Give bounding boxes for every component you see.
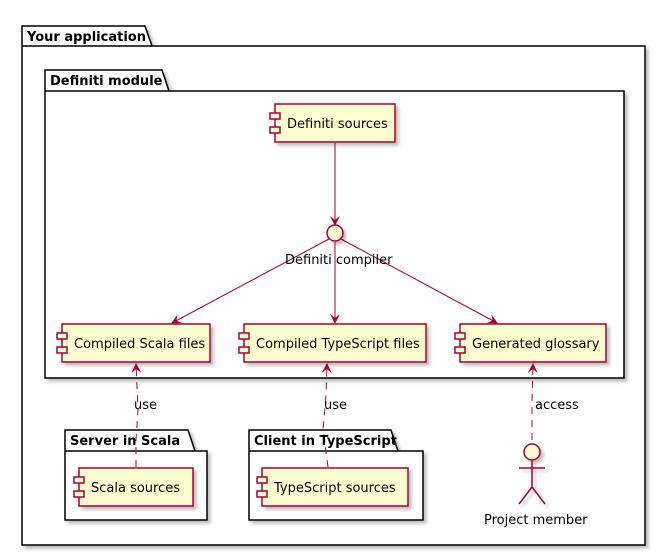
component-label: Compiled TypeScript files bbox=[256, 337, 420, 352]
component-label: Definiti sources bbox=[287, 117, 388, 132]
component-port-icon bbox=[73, 490, 85, 498]
relation-label-client-use: use bbox=[324, 398, 347, 413]
package-your-application-title: Your application bbox=[26, 30, 146, 45]
actor-leg-icon bbox=[531, 486, 546, 505]
component-port-icon bbox=[256, 490, 268, 498]
component-label: TypeScript sources bbox=[273, 481, 396, 496]
component-compiled-typescript-files[interactable]: Compiled TypeScript files bbox=[238, 323, 427, 363]
component-label: Scala sources bbox=[91, 481, 180, 496]
component-generated-glossary[interactable]: Generated glossary bbox=[454, 323, 607, 363]
package-server-title: Server in Scala bbox=[70, 434, 180, 449]
package-client-title: Client in TypeScript bbox=[254, 434, 397, 449]
component-port-icon bbox=[56, 346, 68, 354]
component-compiled-scala-files[interactable]: Compiled Scala files bbox=[56, 323, 211, 363]
component-port-icon bbox=[73, 476, 85, 484]
arrow-actor-access bbox=[527, 363, 538, 440]
relation-label-actor-access: access bbox=[535, 398, 579, 413]
component-port-icon bbox=[454, 332, 466, 340]
component-port-icon bbox=[56, 332, 68, 340]
component-label: Generated glossary bbox=[472, 337, 600, 352]
arrow-ts-sources-use bbox=[321, 363, 332, 468]
actor-label: Project member bbox=[484, 513, 588, 528]
actor-leg-icon bbox=[518, 486, 533, 505]
arrow-compiler-to-scala bbox=[171, 238, 330, 324]
component-definiti-sources[interactable]: Definiti sources bbox=[269, 103, 396, 143]
package-definiti-module-title: Definiti module bbox=[50, 74, 163, 89]
component-port-icon bbox=[256, 476, 268, 484]
actor-project-member[interactable] bbox=[518, 443, 546, 505]
actor-head-icon bbox=[523, 443, 541, 461]
arrow-compiler-to-glossary bbox=[340, 238, 498, 324]
interface-label: Definiti compiler bbox=[285, 253, 393, 268]
interface-definiti-compiler[interactable] bbox=[326, 224, 344, 242]
arrow-scala-sources-use bbox=[131, 363, 142, 467]
component-port-icon bbox=[269, 112, 281, 120]
relation-label-server-use: use bbox=[134, 398, 157, 413]
component-port-icon bbox=[454, 346, 466, 354]
interface-circle-icon bbox=[326, 224, 344, 242]
component-label: Compiled Scala files bbox=[74, 337, 205, 352]
component-scala-sources[interactable]: Scala sources bbox=[73, 467, 194, 507]
component-port-icon bbox=[269, 126, 281, 134]
component-port-icon bbox=[238, 332, 250, 340]
component-port-icon bbox=[238, 346, 250, 354]
component-typescript-sources[interactable]: TypeScript sources bbox=[256, 467, 409, 507]
